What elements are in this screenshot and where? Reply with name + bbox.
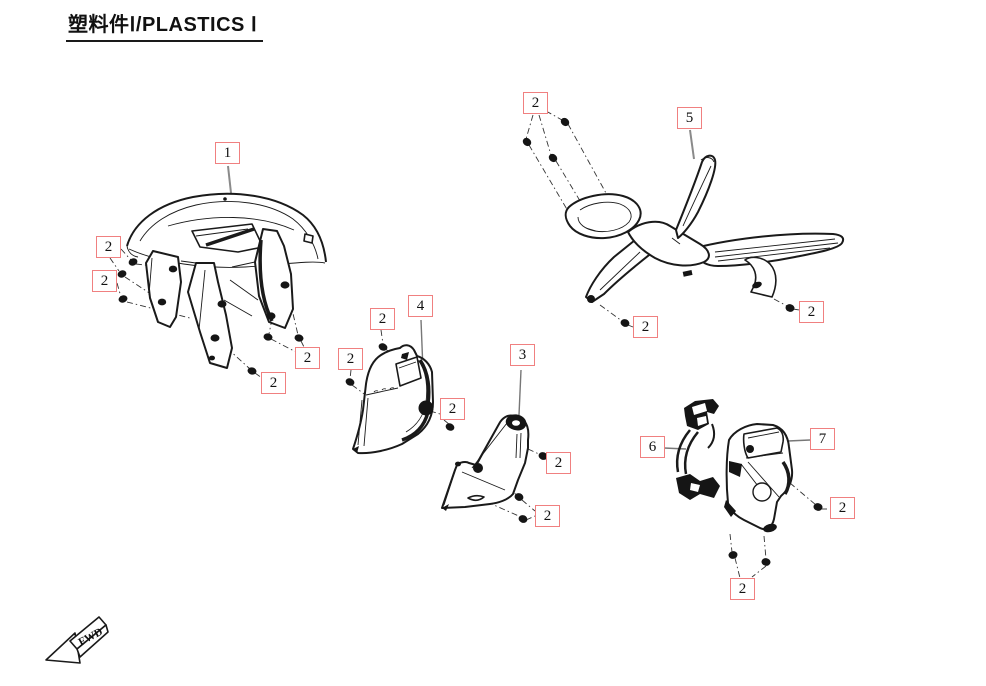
fastener [514,493,524,501]
number-leader-lines [227,129,811,450]
fwd-direction-arrow: FWD [45,616,109,664]
callout-part-2[interactable]: 2 [295,347,320,369]
part-6-bracket [675,399,720,500]
callout-part-7[interactable]: 7 [810,428,835,450]
callout-part-2[interactable]: 2 [633,316,658,338]
callout-part-2[interactable]: 2 [535,505,560,527]
callout-part-2[interactable]: 2 [96,236,121,258]
part-4-side-panel [352,344,434,455]
part-1-front-fender [126,192,327,369]
callout-part-2[interactable]: 2 [546,452,571,474]
callout-part-2[interactable]: 2 [338,348,363,370]
fastener [345,378,355,386]
page-title: 塑料件Ⅰ/PLASTICS Ⅰ [66,8,264,42]
fastener [813,503,823,511]
callout-part-2[interactable]: 2 [370,308,395,330]
fastener [118,295,128,303]
callout-part-2[interactable]: 2 [830,497,855,519]
part-3-lower-panel [441,414,530,511]
callout-part-2[interactable]: 2 [261,372,286,394]
fastener [548,153,558,163]
callout-part-2[interactable]: 2 [799,301,824,323]
fastener [128,258,138,266]
callout-part-6[interactable]: 6 [640,436,665,458]
fastener [522,137,532,147]
part-7-side-cover [724,423,794,533]
fastener [560,117,570,127]
fastener [518,515,528,523]
fasteners [117,117,823,566]
fastener [294,334,304,342]
callout-part-2[interactable]: 2 [92,270,117,292]
fastener [378,343,388,351]
callout-part-2[interactable]: 2 [523,92,548,114]
fastener [247,367,257,375]
callout-part-4[interactable]: 4 [408,295,433,317]
part-5-tail-section [564,154,845,303]
fastener [117,270,127,278]
callout-part-2[interactable]: 2 [440,398,465,420]
fastener [761,558,771,566]
fastener [785,304,795,312]
fastener [263,333,273,341]
callout-part-2[interactable]: 2 [730,578,755,600]
callout-part-5[interactable]: 5 [677,107,702,129]
callout-part-3[interactable]: 3 [510,344,535,366]
fastener [728,551,738,559]
fastener [538,452,548,460]
fastener [620,319,630,327]
callout-part-1[interactable]: 1 [215,142,240,164]
fastener [445,423,455,431]
